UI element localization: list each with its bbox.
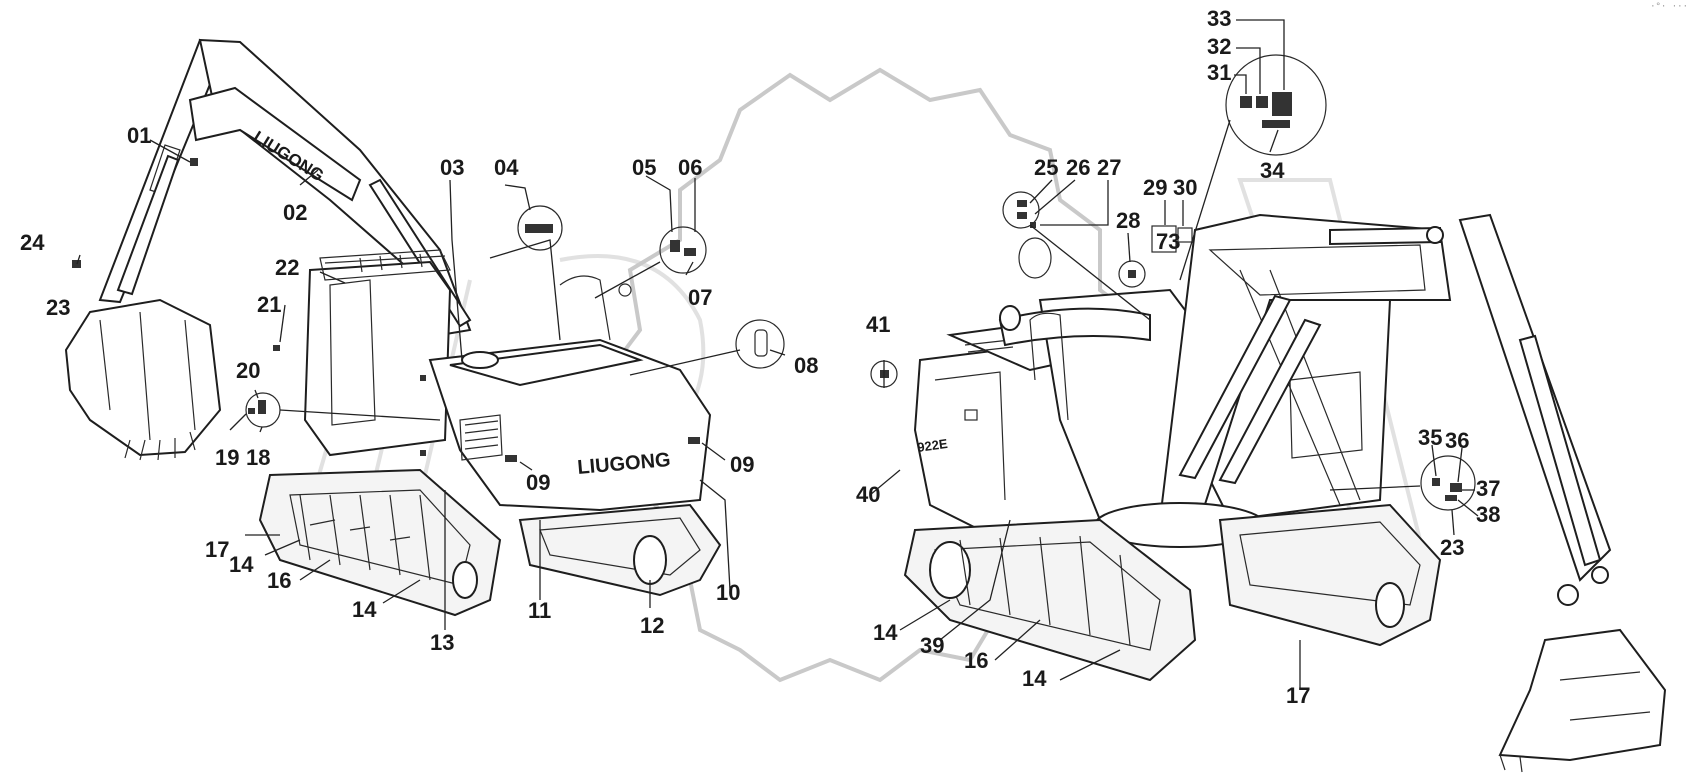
callout-12: 12 [640,613,664,638]
callout-08: 08 [794,353,818,378]
decal-circle-31-34 [1225,54,1327,156]
left-track-front [258,468,502,617]
callout-41: 41 [866,312,890,337]
callout-09-left: 09 [526,470,550,495]
decal-24 [72,260,81,268]
callout-19: 19 [215,445,239,470]
right-track-rear [1218,503,1442,647]
callout-02: 02 [283,200,307,225]
callout-38: 38 [1476,502,1500,527]
callout-16-a: 16 [267,568,291,593]
callout-03: 03 [440,155,464,180]
callout-labels: 01 02 03 04 05 06 07 08 09 09 10 11 12 1… [20,6,1500,708]
callout-29: 29 [1143,175,1167,200]
decal-25 [1017,200,1027,207]
callout-17-b: 17 [1286,683,1310,708]
callout-25: 25 [1034,155,1058,180]
right-model-badge: 922E [916,436,948,455]
callout-28: 28 [1116,208,1140,233]
callout-23-a: 23 [46,295,70,320]
left-leader-lines [76,139,786,630]
callout-26: 26 [1066,155,1090,180]
callout-14-a: 14 [229,552,254,577]
callout-33: 33 [1207,6,1231,31]
callout-34: 34 [1260,158,1285,183]
callout-14-d: 14 [1022,666,1047,691]
right-bucket [1498,628,1667,762]
corner-mark: ·°· ··· [1650,2,1688,12]
callout-01: 01 [127,123,151,148]
decal-circle-08 [735,319,785,369]
decal-30 [1177,227,1193,243]
callout-22: 22 [275,255,299,280]
callout-14-b: 14 [352,597,377,622]
callout-24: 24 [20,230,45,255]
callout-23-b: 23 [1440,535,1464,560]
decal-27 [1030,222,1036,228]
svg-text:73: 73 [1156,229,1180,254]
callout-36: 36 [1445,428,1469,453]
callout-11: 11 [528,598,551,623]
callout-21: 21 [257,292,281,317]
callout-04: 04 [494,155,519,180]
callout-13: 13 [430,630,454,655]
callout-07: 07 [688,285,712,310]
decal-21 [273,345,280,351]
right-leader-lines [869,19,1479,690]
decal-01 [190,158,198,166]
decal-circle-04 [517,205,563,251]
callout-18: 18 [246,445,270,470]
callout-31: 31 [1207,60,1231,85]
decal-circle-05-07 [659,226,707,274]
callout-14-c: 14 [873,620,898,645]
decal-28 [1128,270,1136,278]
callout-37: 37 [1476,476,1500,501]
callout-32: 32 [1207,34,1231,59]
decal-circle-35-38 [1420,455,1476,511]
left-track-rear [518,503,722,597]
callout-27: 27 [1097,155,1121,180]
callout-05: 05 [632,155,656,180]
callout-30: 30 [1173,175,1197,200]
callout-09-right: 09 [730,452,754,477]
callout-17-a: 17 [205,537,229,562]
left-cab [303,260,452,457]
decal-29 [1151,225,1177,253]
left-counterweight [428,338,712,512]
decal-26 [1017,212,1027,219]
callout-06: 06 [678,155,702,180]
right-decals: 73 [870,54,1476,511]
left-excavator: LIUGONG LIUGONG [64,38,722,617]
callout-16-b: 16 [964,648,988,673]
callout-35: 35 [1418,425,1442,450]
callout-40: 40 [856,482,880,507]
right-track-front [903,518,1197,682]
left-bucket [64,298,222,457]
callout-20: 20 [236,358,260,383]
right-excavator: 922E [903,213,1667,773]
left-decals [72,158,785,462]
callout-39: 39 [920,633,944,658]
callout-10: 10 [716,580,740,605]
